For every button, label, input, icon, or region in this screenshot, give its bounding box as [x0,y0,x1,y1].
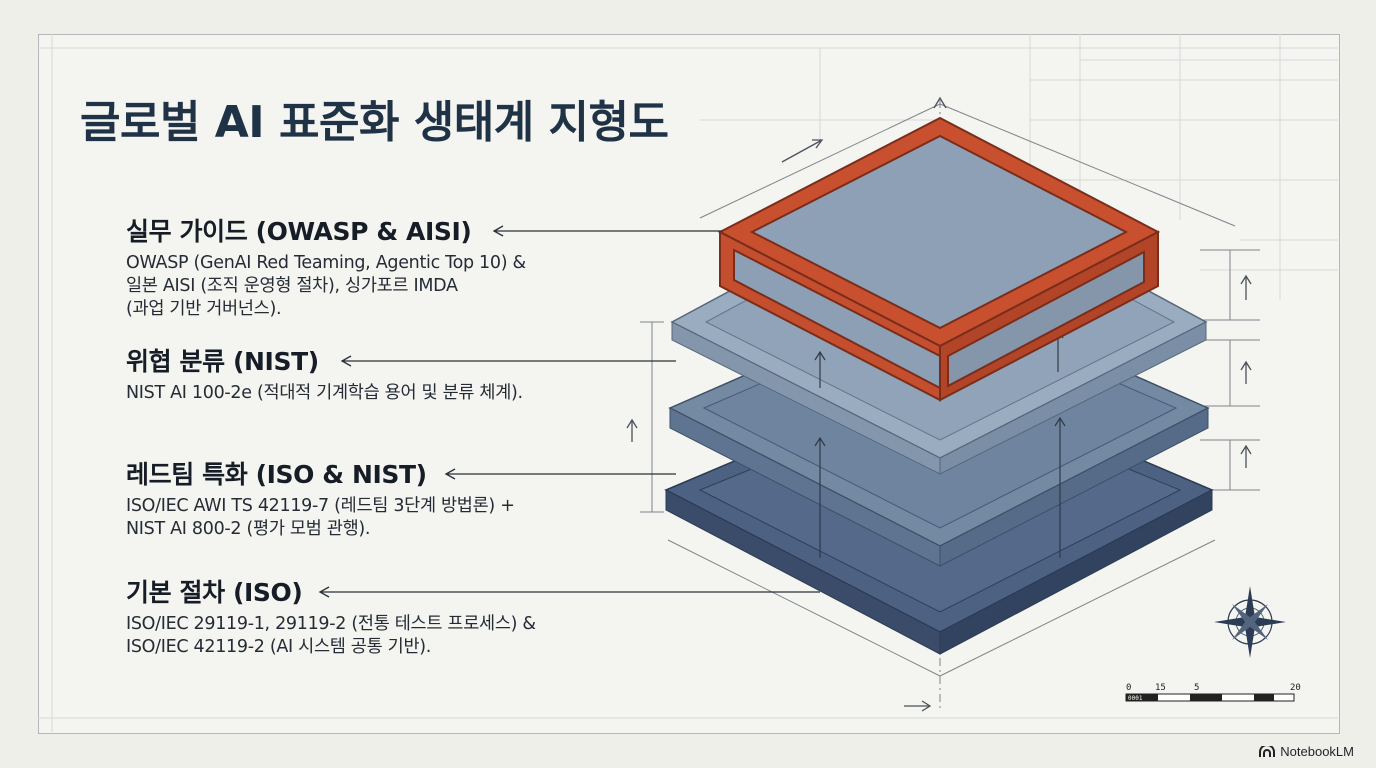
scale-caption: 0001 [1128,695,1143,702]
desc-line: ISO/IEC 42119-2 (AI 시스템 공통 기반). [126,637,432,657]
scale-label-15: 15 [1155,683,1166,693]
layer-label-redteam: 레드팀 특화 (ISO & NIST) ISO/IEC AWI TS 42119… [126,455,515,541]
desc-line: OWASP (GenAI Red Teaming, Agentic Top 10… [126,253,526,273]
layer-heading: 기본 절차 (ISO) [126,578,303,607]
layer-description: ISO/IEC AWI TS 42119-7 (레드팀 3단계 방법론) + N… [126,495,515,541]
layer-description: OWASP (GenAI Red Teaming, Agentic Top 10… [126,252,526,321]
compass-icon [1214,586,1286,658]
layer-label-practical: 실무 가이드 (OWASP & AISI) OWASP (GenAI Red T… [126,212,526,321]
layer-practical-frame [717,116,1161,402]
scale-bar: 0 15 5 20 0001 [1125,683,1301,702]
scale-label-0: 0 [1126,683,1131,693]
notebooklm-logo-icon [1259,745,1276,757]
layer-heading: 레드팀 특화 (ISO & NIST) [126,460,427,489]
desc-line: NIST AI 100-2e (적대적 기계학습 용어 및 분류 체계). [126,383,523,403]
layer-description: ISO/IEC 29119-1, 29119-2 (전통 테스트 프로세스) &… [126,613,536,659]
layer-heading: 실무 가이드 (OWASP & AISI) [126,217,472,246]
desc-line: ISO/IEC AWI TS 42119-7 (레드팀 3단계 방법론) + [126,496,515,516]
desc-line: 일본 AISI (조직 운영형 절차), 싱가포르 IMDA [126,276,458,296]
desc-line: NIST AI 800-2 (평가 모범 관행). [126,519,371,539]
desc-line: (과업 기반 거버넌스). [126,299,282,319]
desc-line: ISO/IEC 29119-1, 29119-2 (전통 테스트 프로세스) & [126,614,536,634]
layer-label-threat: 위협 분류 (NIST) NIST AI 100-2e (적대적 기계학습 용어… [126,342,523,405]
layer-description: NIST AI 100-2e (적대적 기계학습 용어 및 분류 체계). [126,382,523,405]
scale-label-5: 5 [1194,683,1199,693]
watermark-text: NotebookLM [1280,744,1354,759]
layer-label-base: 기본 절차 (ISO) ISO/IEC 29119-1, 29119-2 (전통… [126,573,536,659]
scale-label-20: 20 [1290,683,1301,693]
notebooklm-watermark: NotebookLM [1259,744,1354,759]
layer-heading: 위협 분류 (NIST) [126,347,319,376]
page-title: 글로벌 AI 표준화 생태계 지형도 [80,97,669,148]
